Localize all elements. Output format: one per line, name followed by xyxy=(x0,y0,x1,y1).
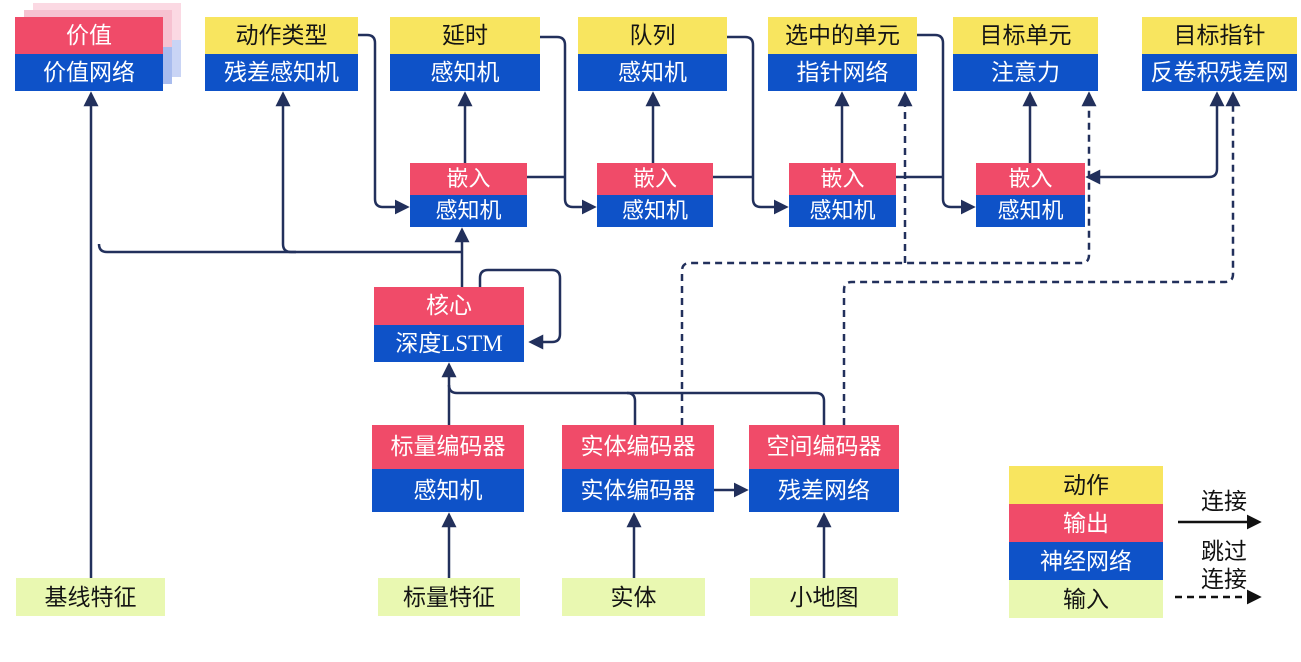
node-embed-1: 嵌入 感知机 xyxy=(410,163,527,227)
node-selected-units: 选中的单元 指针网络 xyxy=(768,17,917,91)
legend-connection-label: 连接 xyxy=(1201,489,1247,514)
legend-output: 输出 xyxy=(1009,504,1163,542)
node-selected-units-action: 选中的单元 xyxy=(768,17,917,54)
node-entity-encoder-network: 实体编码器 xyxy=(562,468,714,512)
node-minimap: 小地图 xyxy=(750,578,898,616)
legend-action: 动作 xyxy=(1009,466,1163,504)
node-action-type-network: 残差感知机 xyxy=(205,54,358,91)
node-action-type-action: 动作类型 xyxy=(205,17,358,54)
node-scalar-encoder-output: 标量编码器 xyxy=(372,425,524,469)
node-baseline-features-label: 基线特征 xyxy=(16,578,165,616)
node-core: 核心 深度LSTM xyxy=(374,287,524,362)
node-target-unit-network: 注意力 xyxy=(953,54,1098,91)
node-core-network: 深度LSTM xyxy=(374,324,524,362)
legend-input: 输入 xyxy=(1009,580,1163,618)
node-queue: 队列 感知机 xyxy=(578,17,727,91)
node-entity-encoder: 实体编码器 实体编码器 xyxy=(562,425,714,512)
node-delay-network: 感知机 xyxy=(390,54,540,91)
node-delay: 延时 感知机 xyxy=(390,17,540,91)
node-entities: 实体 xyxy=(562,578,705,616)
node-spatial-encoder-output: 空间编码器 xyxy=(749,425,899,469)
node-embed-3-network: 感知机 xyxy=(789,195,896,227)
node-embed-4-output: 嵌入 xyxy=(976,163,1085,195)
legend: 动作 输出 神经网络 输入 xyxy=(1009,466,1163,618)
node-target-unit-action: 目标单元 xyxy=(953,17,1098,54)
node-core-output: 核心 xyxy=(374,287,524,325)
node-value-network: 价值网络 xyxy=(15,54,163,91)
node-action-type: 动作类型 残差感知机 xyxy=(205,17,358,91)
node-target-point-network: 反卷积残差网 xyxy=(1142,54,1297,91)
legend-neural-network: 神经网络 xyxy=(1009,542,1163,580)
node-embed-2-output: 嵌入 xyxy=(597,163,713,195)
node-embed-3: 嵌入 感知机 xyxy=(789,163,896,227)
node-baseline-features: 基线特征 xyxy=(16,578,165,616)
node-queue-action: 队列 xyxy=(578,17,727,54)
node-embed-3-output: 嵌入 xyxy=(789,163,896,195)
node-target-point: 目标指针 反卷积残差网 xyxy=(1142,17,1297,91)
node-spatial-encoder-network: 残差网络 xyxy=(749,468,899,512)
node-embed-1-network: 感知机 xyxy=(410,195,527,227)
node-entity-encoder-output: 实体编码器 xyxy=(562,425,714,469)
node-selected-units-network: 指针网络 xyxy=(768,54,917,91)
node-embed-2: 嵌入 感知机 xyxy=(597,163,713,227)
node-entities-label: 实体 xyxy=(562,578,705,616)
node-value: 价值 价值网络 xyxy=(15,17,163,91)
node-scalar-features: 标量特征 xyxy=(378,578,520,616)
node-delay-action: 延时 xyxy=(390,17,540,54)
node-target-unit: 目标单元 注意力 xyxy=(953,17,1098,91)
legend-skip-label-2: 连接 xyxy=(1201,567,1247,592)
node-embed-4-network: 感知机 xyxy=(976,195,1085,227)
node-value-output: 价值 xyxy=(15,17,163,54)
node-embed-1-output: 嵌入 xyxy=(410,163,527,195)
node-scalar-features-label: 标量特征 xyxy=(378,578,520,616)
legend-skip-label-1: 跳过 xyxy=(1201,539,1247,564)
node-minimap-label: 小地图 xyxy=(750,578,898,616)
node-embed-2-network: 感知机 xyxy=(597,195,713,227)
node-scalar-encoder-network: 感知机 xyxy=(372,468,524,512)
node-target-point-action: 目标指针 xyxy=(1142,17,1297,54)
node-embed-4: 嵌入 感知机 xyxy=(976,163,1085,227)
node-scalar-encoder: 标量编码器 感知机 xyxy=(372,425,524,512)
node-spatial-encoder: 空间编码器 残差网络 xyxy=(749,425,899,512)
node-queue-network: 感知机 xyxy=(578,54,727,91)
